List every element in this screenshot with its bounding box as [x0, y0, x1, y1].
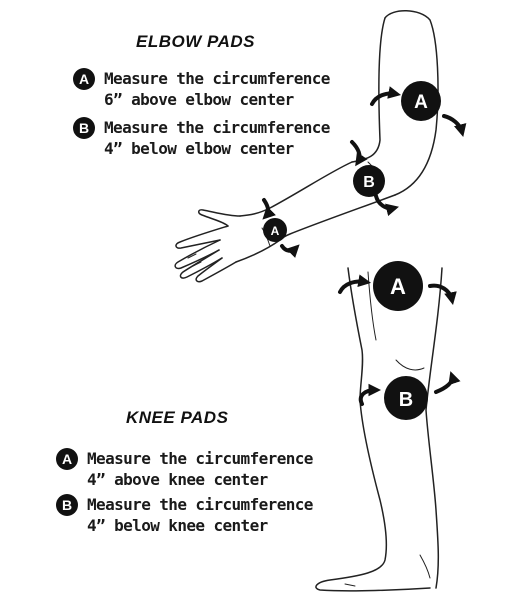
knee-a-arrow-right: [428, 283, 457, 306]
elbow-a-arrow-left: [370, 86, 402, 106]
wrist-arrow-top: [262, 198, 276, 220]
elbow-item-a: A Measure the circumference 6” above elb…: [73, 68, 330, 110]
knee-item-b: B Measure the circumference 4” below kne…: [56, 494, 313, 536]
knee-item-a-badge: A: [56, 448, 78, 470]
elbow-item-b-line1: Measure the circumference: [104, 118, 330, 137]
marker-elbow-a: A: [401, 81, 441, 121]
marker-elbow-a-label: A: [414, 92, 428, 113]
marker-elbow-b: B: [353, 165, 385, 197]
elbow-item-a-text: Measure the circumference 6” above elbow…: [104, 68, 330, 110]
elbow-pads-heading: ELBOW PADS: [136, 32, 255, 51]
wrist-arrow-bottom: [280, 244, 300, 258]
knee-item-b-line1: Measure the circumference: [87, 495, 313, 514]
knee-b-arrow-right: [434, 371, 461, 394]
knee-item-b-line2: 4” below knee center: [87, 516, 268, 535]
elbow-item-b-badge: B: [73, 117, 95, 139]
elbow-item-b-text: Measure the circumference 4” below elbow…: [104, 117, 330, 159]
marker-knee-a-label: A: [390, 274, 406, 299]
marker-knee-a: A: [373, 261, 423, 311]
marker-knee-b: B: [384, 376, 428, 420]
marker-elbow-b-label: B: [363, 174, 375, 191]
knee-item-a: A Measure the circumference 4” above kne…: [56, 448, 313, 490]
knee-b-arrow-left: [358, 383, 382, 406]
knee-a-arrow-left: [338, 274, 372, 294]
leg-illustration: [315, 267, 443, 592]
rotation-arrows: [262, 86, 467, 406]
knee-item-b-badge: B: [56, 494, 78, 516]
elbow-item-a-line1: Measure the circumference: [104, 69, 330, 88]
knee-item-a-line2: 4” above knee center: [87, 470, 268, 489]
marker-wrist-a-label: A: [271, 224, 280, 238]
marker-knee-b-label: B: [399, 389, 413, 411]
elbow-item-b-line2: 4” below elbow center: [104, 139, 294, 158]
elbow-b-arrow-bottom: [374, 194, 399, 217]
elbow-a-arrow-right: [442, 114, 467, 137]
knee-item-a-line1: Measure the circumference: [87, 449, 313, 468]
elbow-b-arrow-top: [350, 140, 368, 167]
elbow-item-a-badge: A: [73, 68, 95, 90]
elbow-item-b: B Measure the circumference 4” below elb…: [73, 117, 330, 159]
marker-wrist-a: A: [263, 218, 287, 242]
knee-item-b-text: Measure the circumference 4” below knee …: [87, 494, 313, 536]
knee-item-a-text: Measure the circumference 4” above knee …: [87, 448, 313, 490]
elbow-item-a-line2: 6” above elbow center: [104, 90, 294, 109]
knee-pads-heading: KNEE PADS: [126, 408, 229, 427]
